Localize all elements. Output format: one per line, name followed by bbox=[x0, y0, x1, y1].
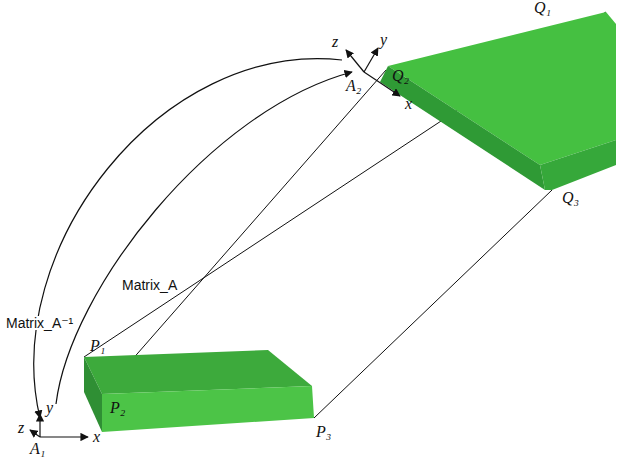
axis-label: x bbox=[93, 429, 100, 445]
axis-label: y bbox=[46, 400, 53, 416]
point-label: Q₃ bbox=[562, 190, 579, 206]
axis-label: z bbox=[332, 34, 338, 50]
frame-label: A₂ bbox=[346, 78, 361, 94]
point-label: P₁ bbox=[90, 338, 105, 354]
original-block bbox=[84, 350, 314, 432]
inverse-arc bbox=[34, 59, 342, 418]
matrix-label: Matrix_A bbox=[120, 278, 179, 292]
transformed-block bbox=[380, 12, 616, 190]
point-label: Q₂ bbox=[392, 68, 409, 84]
axis-label: y bbox=[380, 32, 387, 48]
matrix-label: Matrix_A⁻¹ bbox=[4, 316, 75, 330]
forward-arc bbox=[56, 72, 352, 404]
point-label: P₂ bbox=[110, 400, 125, 416]
point-label: P₃ bbox=[316, 424, 331, 440]
frame-a2 bbox=[346, 48, 400, 96]
axis-label: z bbox=[18, 420, 24, 436]
point-label: Q₁ bbox=[534, 0, 551, 16]
frame-label: A₁ bbox=[30, 441, 45, 457]
axis-label: x bbox=[405, 96, 412, 112]
frame-a1 bbox=[30, 414, 88, 437]
